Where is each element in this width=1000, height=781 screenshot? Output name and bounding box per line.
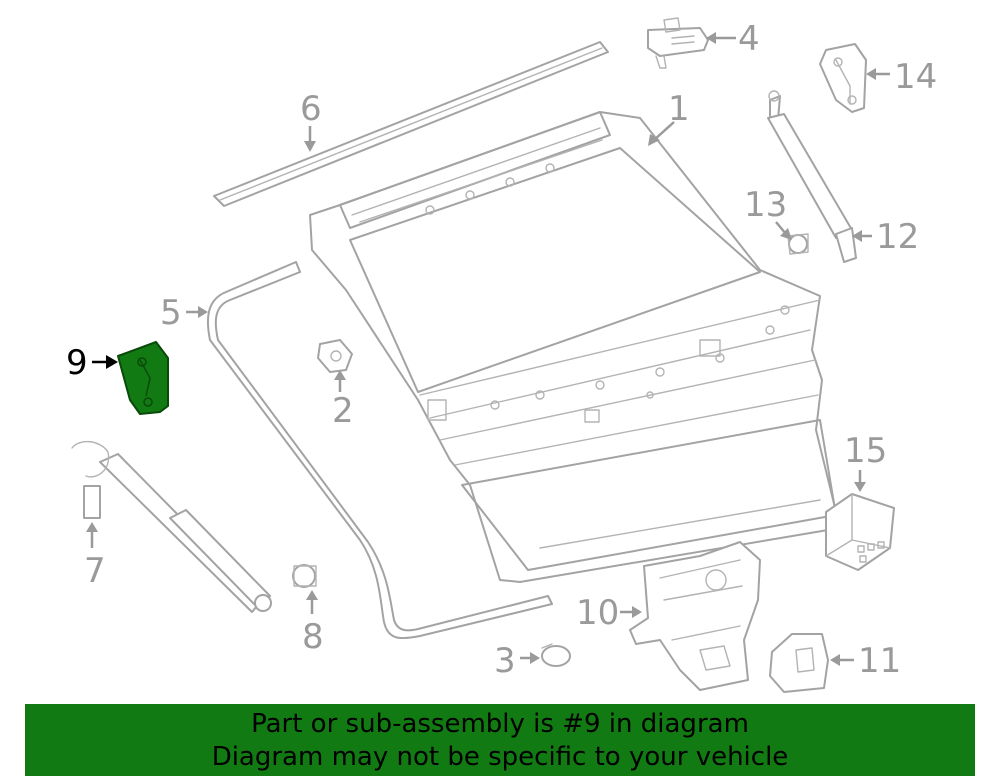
callout-4: 4 (738, 19, 760, 59)
callout-labels: 1 2 3 4 5 6 7 8 9 10 11 12 13 14 15 (66, 19, 937, 681)
part-1-liftgate[interactable] (309, 111, 839, 583)
part-3-bumper[interactable] (541, 643, 571, 667)
callout-15: 15 (844, 431, 887, 471)
parts-diagram: 1 2 3 4 5 6 7 8 9 10 11 12 13 14 15 (66, 17, 937, 693)
part-11-striker[interactable] (769, 633, 829, 693)
leader-arrows (86, 32, 890, 666)
banner-line-2: Diagram may not be specific to your vehi… (211, 742, 789, 772)
callout-5: 5 (160, 293, 182, 333)
callout-1: 1 (668, 89, 690, 129)
part-12-lift-support[interactable] (767, 90, 857, 263)
part-10-latch[interactable] (629, 541, 761, 691)
part-15-module[interactable] (825, 493, 895, 571)
callout-12: 12 (876, 217, 919, 257)
callout-7: 7 (84, 551, 106, 591)
callout-11: 11 (858, 641, 901, 681)
callout-6: 6 (300, 89, 322, 129)
part-7-lift-support[interactable] (71, 441, 272, 613)
callout-3: 3 (494, 641, 516, 681)
part-9-hinge[interactable] (117, 341, 169, 415)
callout-10: 10 (576, 593, 619, 633)
info-banner: Part or sub-assembly is #9 in diagram Di… (25, 704, 975, 776)
part-8-bumper-stud[interactable] (292, 564, 317, 588)
part-14-hinge[interactable] (819, 43, 867, 113)
callout-14: 14 (894, 57, 937, 97)
callout-13: 13 (744, 185, 787, 225)
callout-9: 9 (66, 343, 88, 383)
banner-line-1: Part or sub-assembly is #9 in diagram (251, 709, 749, 739)
callout-2: 2 (332, 391, 354, 431)
part-13-stud[interactable] (787, 233, 809, 255)
part-4-clip[interactable] (647, 17, 709, 69)
part-6-molding[interactable] (213, 41, 609, 207)
callout-8: 8 (302, 617, 324, 657)
part-2-hinge[interactable] (317, 339, 353, 373)
part-5-weatherstrip[interactable] (207, 261, 553, 640)
